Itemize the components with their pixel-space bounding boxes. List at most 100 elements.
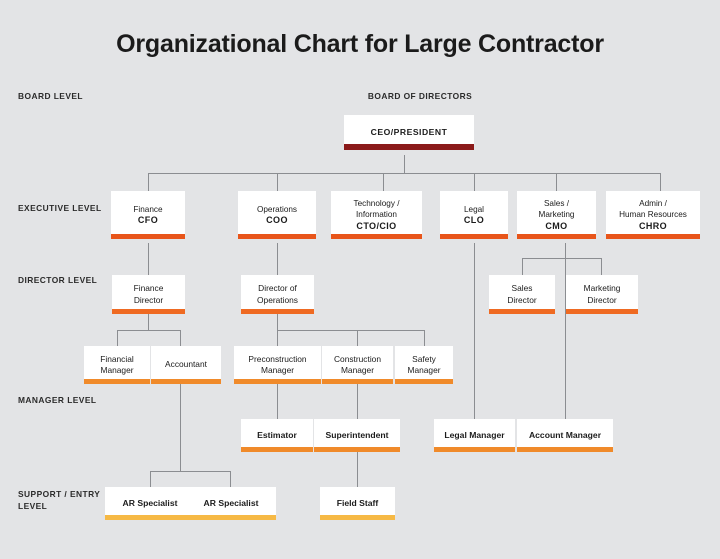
level-label-director: DIRECTOR LEVEL: [18, 275, 98, 285]
node-legal-clo[interactable]: Legal CLO: [440, 191, 508, 239]
level-label-manager: MANAGER LEVEL: [18, 395, 97, 405]
node-legal-manager-accent: [434, 447, 515, 452]
connector-accountant-bus: [150, 471, 230, 472]
connector-ops-director-stem: [277, 313, 278, 330]
node-admin-hr-title: Admin / Human Resources: [619, 198, 687, 220]
node-marketing-director[interactable]: Marketing Director: [566, 275, 638, 314]
node-admin-hr-chro[interactable]: Admin / Human Resources CHRO: [606, 191, 700, 239]
connector-drop-sales-director: [522, 258, 523, 275]
connector-finance-director-stem: [148, 313, 149, 330]
node-safety-manager-title: Safety Manager: [407, 353, 441, 376]
connector-drop-financial-manager: [117, 330, 118, 346]
node-preconstruction-manager-accent: [234, 379, 321, 384]
node-director-of-operations[interactable]: Director of Operations: [241, 275, 314, 314]
node-ar-specialist-1[interactable]: AR Specialist: [105, 487, 195, 520]
node-ceo-accent: [344, 144, 474, 150]
connector-drop-operations: [277, 173, 278, 191]
node-director-of-operations-title: Director of Operations: [257, 283, 298, 305]
connector-precon-to-estimator: [277, 383, 278, 419]
node-technology-subtitle: CTO/CIO: [356, 220, 397, 231]
connector-drop-technology: [383, 173, 384, 191]
node-construction-manager-title: Construction Manager: [333, 353, 381, 376]
node-admin-hr-subtitle: CHRO: [638, 220, 668, 231]
connector-ops-to-ops-director: [277, 243, 278, 275]
connector-drop-legal: [474, 173, 475, 191]
node-superintendent-title: Superintendent: [325, 429, 389, 440]
connector-cmo-to-account-manager: [565, 243, 566, 419]
node-construction-manager[interactable]: Construction Manager: [322, 346, 393, 384]
node-operations-coo-title: Operations: [256, 204, 298, 214]
connector-drop-finance: [148, 173, 149, 191]
connector-construction-to-superintendent: [357, 383, 358, 419]
node-finance-director-title: Finance Director: [133, 283, 164, 305]
node-sales-marketing-title: Sales / Marketing: [538, 198, 575, 220]
level-label-support: SUPPORT / ENTRY LEVEL: [18, 489, 101, 511]
connector-superintendent-to-field-staff: [357, 452, 358, 487]
node-finance-director[interactable]: Finance Director: [112, 275, 185, 314]
node-finance-cfo-subtitle: CFO: [137, 215, 159, 225]
node-field-staff[interactable]: Field Staff: [320, 487, 395, 520]
node-account-manager[interactable]: Account Manager: [517, 419, 613, 452]
connector-drop-precon-manager: [277, 330, 278, 346]
node-ar-specialist-2-accent: [186, 515, 276, 520]
connector-legal-to-legal-manager: [474, 243, 475, 419]
connector-accountant-stem: [180, 383, 181, 471]
node-sales-director[interactable]: Sales Director: [489, 275, 555, 314]
node-marketing-director-title: Marketing Director: [583, 283, 621, 305]
node-superintendent-accent: [314, 447, 400, 452]
node-accountant-title: Accountant: [165, 359, 207, 370]
node-sales-marketing-cmo[interactable]: Sales / Marketing CMO: [517, 191, 596, 239]
node-preconstruction-manager-title: Preconstruction Manager: [248, 353, 307, 376]
node-field-staff-accent: [320, 515, 395, 520]
node-account-manager-title: Account Manager: [528, 429, 602, 440]
node-preconstruction-manager[interactable]: Preconstruction Manager: [234, 346, 321, 384]
connector-drop-ar-specialist-1: [150, 471, 151, 487]
node-sales-marketing-subtitle: CMO: [545, 220, 568, 231]
node-ar-specialist-1-accent: [105, 515, 195, 520]
node-legal-manager-title: Legal Manager: [444, 429, 505, 440]
node-operations-coo[interactable]: Operations COO: [238, 191, 316, 239]
node-account-manager-accent: [517, 447, 613, 452]
node-superintendent[interactable]: Superintendent: [314, 419, 400, 452]
connector-ceo-stem: [404, 155, 405, 174]
connector-drop-ar-specialist-2: [230, 471, 231, 487]
node-estimator-title: Estimator: [257, 429, 297, 440]
node-sales-director-accent: [489, 309, 555, 314]
node-sales-marketing-accent: [517, 234, 596, 239]
node-operations-coo-subtitle: COO: [266, 215, 288, 225]
connector-cmo-directors-bus: [522, 258, 601, 259]
node-estimator[interactable]: Estimator: [241, 419, 313, 452]
connector-drop-marketing-director: [601, 258, 602, 275]
node-finance-cfo-title: Finance: [133, 204, 163, 214]
node-legal-clo-title: Legal: [463, 204, 485, 214]
node-financial-manager-accent: [84, 379, 150, 384]
node-technology-accent: [331, 234, 422, 239]
connector-exec-bus: [148, 173, 660, 174]
node-finance-director-accent: [112, 309, 185, 314]
node-finance-cfo[interactable]: Finance CFO: [111, 191, 185, 239]
board-of-directors-caption: BOARD OF DIRECTORS: [367, 91, 473, 101]
node-director-of-operations-accent: [241, 309, 314, 314]
node-ceo[interactable]: CEO/PRESIDENT: [344, 115, 474, 150]
node-sales-director-title: Sales Director: [507, 283, 537, 305]
node-technology-cto-cio[interactable]: Technology / Information CTO/CIO: [331, 191, 422, 239]
page-title: Organizational Chart for Large Contracto…: [116, 30, 604, 58]
node-construction-manager-accent: [322, 379, 393, 384]
node-legal-manager[interactable]: Legal Manager: [434, 419, 515, 452]
node-ar-specialist-2[interactable]: AR Specialist: [186, 487, 276, 520]
level-label-executive: EXECUTIVE LEVEL: [18, 203, 102, 213]
node-safety-manager[interactable]: Safety Manager: [395, 346, 453, 384]
node-ar-specialist-1-title: AR Specialist: [122, 497, 178, 508]
connector-drop-accountant: [180, 330, 181, 346]
node-safety-manager-accent: [395, 379, 453, 384]
node-operations-coo-accent: [238, 234, 316, 239]
node-financial-manager[interactable]: Financial Manager: [84, 346, 150, 384]
connector-finance-director-bus: [117, 330, 180, 331]
node-marketing-director-accent: [566, 309, 638, 314]
node-financial-manager-title: Financial Manager: [100, 353, 134, 376]
node-technology-title: Technology / Information: [353, 198, 400, 220]
node-accountant[interactable]: Accountant: [151, 346, 221, 384]
node-ceo-title: CEO/PRESIDENT: [370, 126, 448, 137]
node-accountant-accent: [151, 379, 221, 384]
